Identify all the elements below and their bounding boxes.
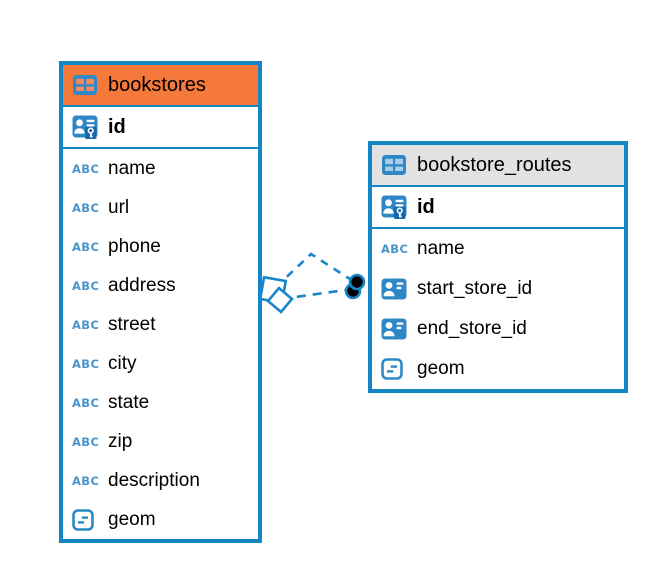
- relation-line-upper: [275, 252, 354, 288]
- column-name: id: [108, 115, 126, 138]
- column-name: street: [108, 313, 156, 335]
- column-row-pk[interactable]: id: [372, 187, 624, 229]
- table-bookstore-routes[interactable]: bookstore_routes id ABC name: [368, 141, 628, 393]
- column-row[interactable]: ABC phone: [63, 227, 258, 266]
- text-type-icon: ABC: [381, 242, 409, 256]
- primary-key-icon: [381, 195, 409, 219]
- table-title: bookstore_routes: [417, 153, 572, 176]
- text-type-icon: ABC: [72, 239, 100, 254]
- column-row[interactable]: ABC address: [63, 266, 258, 305]
- column-name: url: [108, 196, 130, 218]
- column-name: zip: [108, 430, 133, 452]
- foreign-key-icon: [381, 278, 409, 300]
- foreign-key-icon: [381, 318, 409, 340]
- column-row[interactable]: ABC url: [63, 188, 258, 227]
- text-type-icon: ABC: [72, 356, 100, 371]
- column-row[interactable]: geom: [372, 349, 624, 389]
- table-icon: [381, 154, 409, 176]
- column-name: geom: [417, 358, 465, 379]
- column-name: geom: [108, 508, 156, 530]
- column-row[interactable]: ABC city: [63, 344, 258, 383]
- column-name: address: [108, 274, 176, 296]
- table-bookstores[interactable]: bookstores id ABC name ABC url ABC: [59, 61, 262, 543]
- column-name: city: [108, 352, 137, 374]
- text-type-icon: ABC: [72, 200, 100, 215]
- primary-key-icon: [72, 115, 100, 139]
- column-row[interactable]: ABC name: [63, 149, 258, 188]
- text-type-icon: ABC: [72, 278, 100, 293]
- relation-diamond-endpoint-front: [266, 286, 294, 314]
- column-name: id: [417, 195, 435, 218]
- column-row[interactable]: ABC description: [63, 461, 258, 500]
- relation-dot-endpoint-rear: [344, 282, 362, 300]
- relation-dot-endpoint-front: [348, 273, 366, 291]
- relation-line-lower: [280, 287, 354, 301]
- column-row[interactable]: ABC zip: [63, 422, 258, 461]
- column-name: name: [417, 238, 465, 259]
- table-header-bookstores[interactable]: bookstores: [63, 65, 258, 107]
- text-type-icon: ABC: [72, 473, 100, 488]
- column-row[interactable]: ABC state: [63, 383, 258, 422]
- column-row[interactable]: end_store_id: [372, 309, 624, 349]
- column-row[interactable]: ABC name: [372, 229, 624, 269]
- text-type-icon: ABC: [72, 317, 100, 332]
- relation-diamond-endpoint-rear: [258, 275, 288, 305]
- column-row[interactable]: ABC street: [63, 305, 258, 344]
- column-name: name: [108, 157, 156, 179]
- table-icon: [72, 74, 100, 96]
- text-type-icon: ABC: [72, 434, 100, 449]
- column-name: phone: [108, 235, 161, 257]
- column-name: start_store_id: [417, 278, 533, 299]
- geometry-type-icon: [72, 508, 100, 531]
- column-name: state: [108, 391, 150, 413]
- column-row[interactable]: geom: [63, 500, 258, 539]
- table-title: bookstores: [108, 73, 206, 96]
- column-row-pk[interactable]: id: [63, 107, 258, 149]
- column-row[interactable]: start_store_id: [372, 269, 624, 309]
- geometry-type-icon: [381, 358, 409, 380]
- column-name: end_store_id: [417, 318, 527, 339]
- text-type-icon: ABC: [72, 161, 100, 176]
- table-header-bookstore-routes[interactable]: bookstore_routes: [372, 145, 624, 187]
- text-type-icon: ABC: [72, 395, 100, 410]
- column-name: description: [108, 469, 200, 491]
